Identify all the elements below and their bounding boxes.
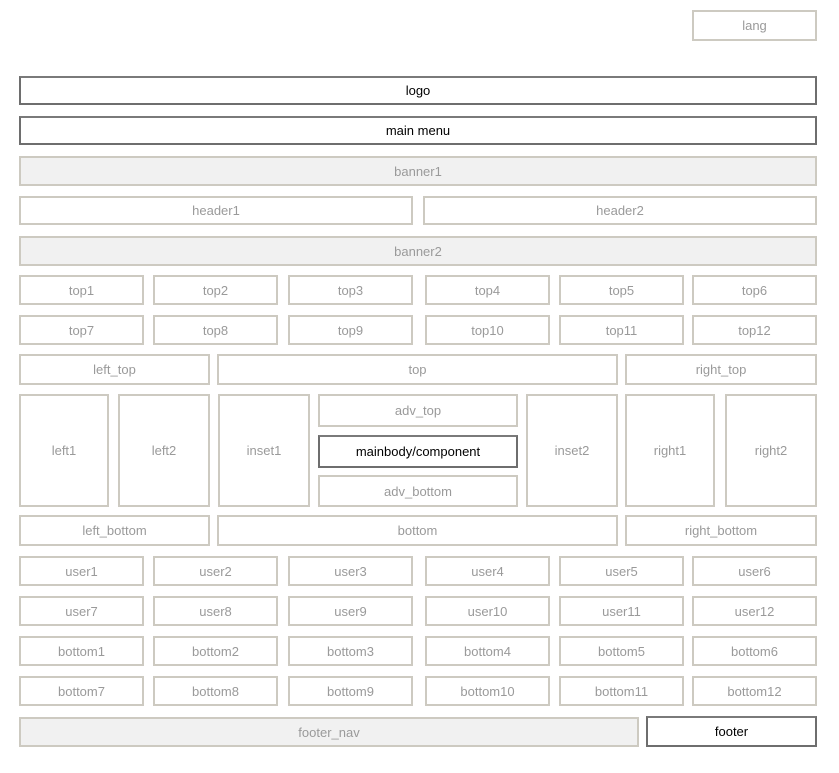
- position-bottom-cell: bottom12: [692, 676, 817, 706]
- position-bottom-cell: bottom4: [425, 636, 550, 666]
- position-user-cell: user5: [559, 556, 684, 586]
- position-user-cell: user10: [425, 596, 550, 626]
- position-bottom-cell: bottom1: [19, 636, 144, 666]
- position-top-cell: top9: [288, 315, 413, 345]
- position-bottom-cell: bottom3: [288, 636, 413, 666]
- position-top-cell: top3: [288, 275, 413, 305]
- position-left2: left2: [118, 394, 210, 507]
- position-banner1: banner1: [19, 156, 817, 186]
- position-mainbody-component: mainbody/component: [318, 435, 518, 468]
- position-top: top: [217, 354, 618, 385]
- position-right-bottom: right_bottom: [625, 515, 817, 546]
- position-top-cell: top7: [19, 315, 144, 345]
- position-user-cell: user1: [19, 556, 144, 586]
- position-adv-bottom: adv_bottom: [318, 475, 518, 507]
- position-top-cell: top5: [559, 275, 684, 305]
- position-user-cell: user4: [425, 556, 550, 586]
- position-bottom-cell: bottom5: [559, 636, 684, 666]
- position-user-cell: user2: [153, 556, 278, 586]
- position-footer-nav: footer_nav: [19, 717, 639, 747]
- position-top-cell: top2: [153, 275, 278, 305]
- position-left-top: left_top: [19, 354, 210, 385]
- position-bottom-cell: bottom8: [153, 676, 278, 706]
- position-user-cell: user7: [19, 596, 144, 626]
- position-top-cell: top1: [19, 275, 144, 305]
- position-user-cell: user3: [288, 556, 413, 586]
- position-top-cell: top8: [153, 315, 278, 345]
- position-user-cell: user8: [153, 596, 278, 626]
- position-user-cell: user6: [692, 556, 817, 586]
- position-adv-top: adv_top: [318, 394, 518, 427]
- position-banner2: banner2: [19, 236, 817, 266]
- position-header2: header2: [423, 196, 817, 225]
- position-top-cell: top6: [692, 275, 817, 305]
- position-user-cell: user12: [692, 596, 817, 626]
- position-top-cell: top12: [692, 315, 817, 345]
- position-left1: left1: [19, 394, 109, 507]
- position-left-bottom: left_bottom: [19, 515, 210, 546]
- position-bottom-cell: bottom2: [153, 636, 278, 666]
- position-inset2: inset2: [526, 394, 618, 507]
- position-right2: right2: [725, 394, 817, 507]
- position-top-cell: top11: [559, 315, 684, 345]
- position-right-top: right_top: [625, 354, 817, 385]
- position-bottom-cell: bottom6: [692, 636, 817, 666]
- position-bottom-cell: bottom9: [288, 676, 413, 706]
- position-bottom-cell: bottom10: [425, 676, 550, 706]
- position-logo: logo: [19, 76, 817, 105]
- position-main-menu: main menu: [19, 116, 817, 145]
- position-bottom-cell: bottom7: [19, 676, 144, 706]
- position-top-cell: top4: [425, 275, 550, 305]
- position-user-cell: user11: [559, 596, 684, 626]
- position-right1: right1: [625, 394, 715, 507]
- position-bottom: bottom: [217, 515, 618, 546]
- position-user-cell: user9: [288, 596, 413, 626]
- position-lang: lang: [692, 10, 817, 41]
- position-inset1: inset1: [218, 394, 310, 507]
- position-header1: header1: [19, 196, 413, 225]
- position-top-cell: top10: [425, 315, 550, 345]
- position-bottom-cell: bottom11: [559, 676, 684, 706]
- position-footer: footer: [646, 716, 817, 747]
